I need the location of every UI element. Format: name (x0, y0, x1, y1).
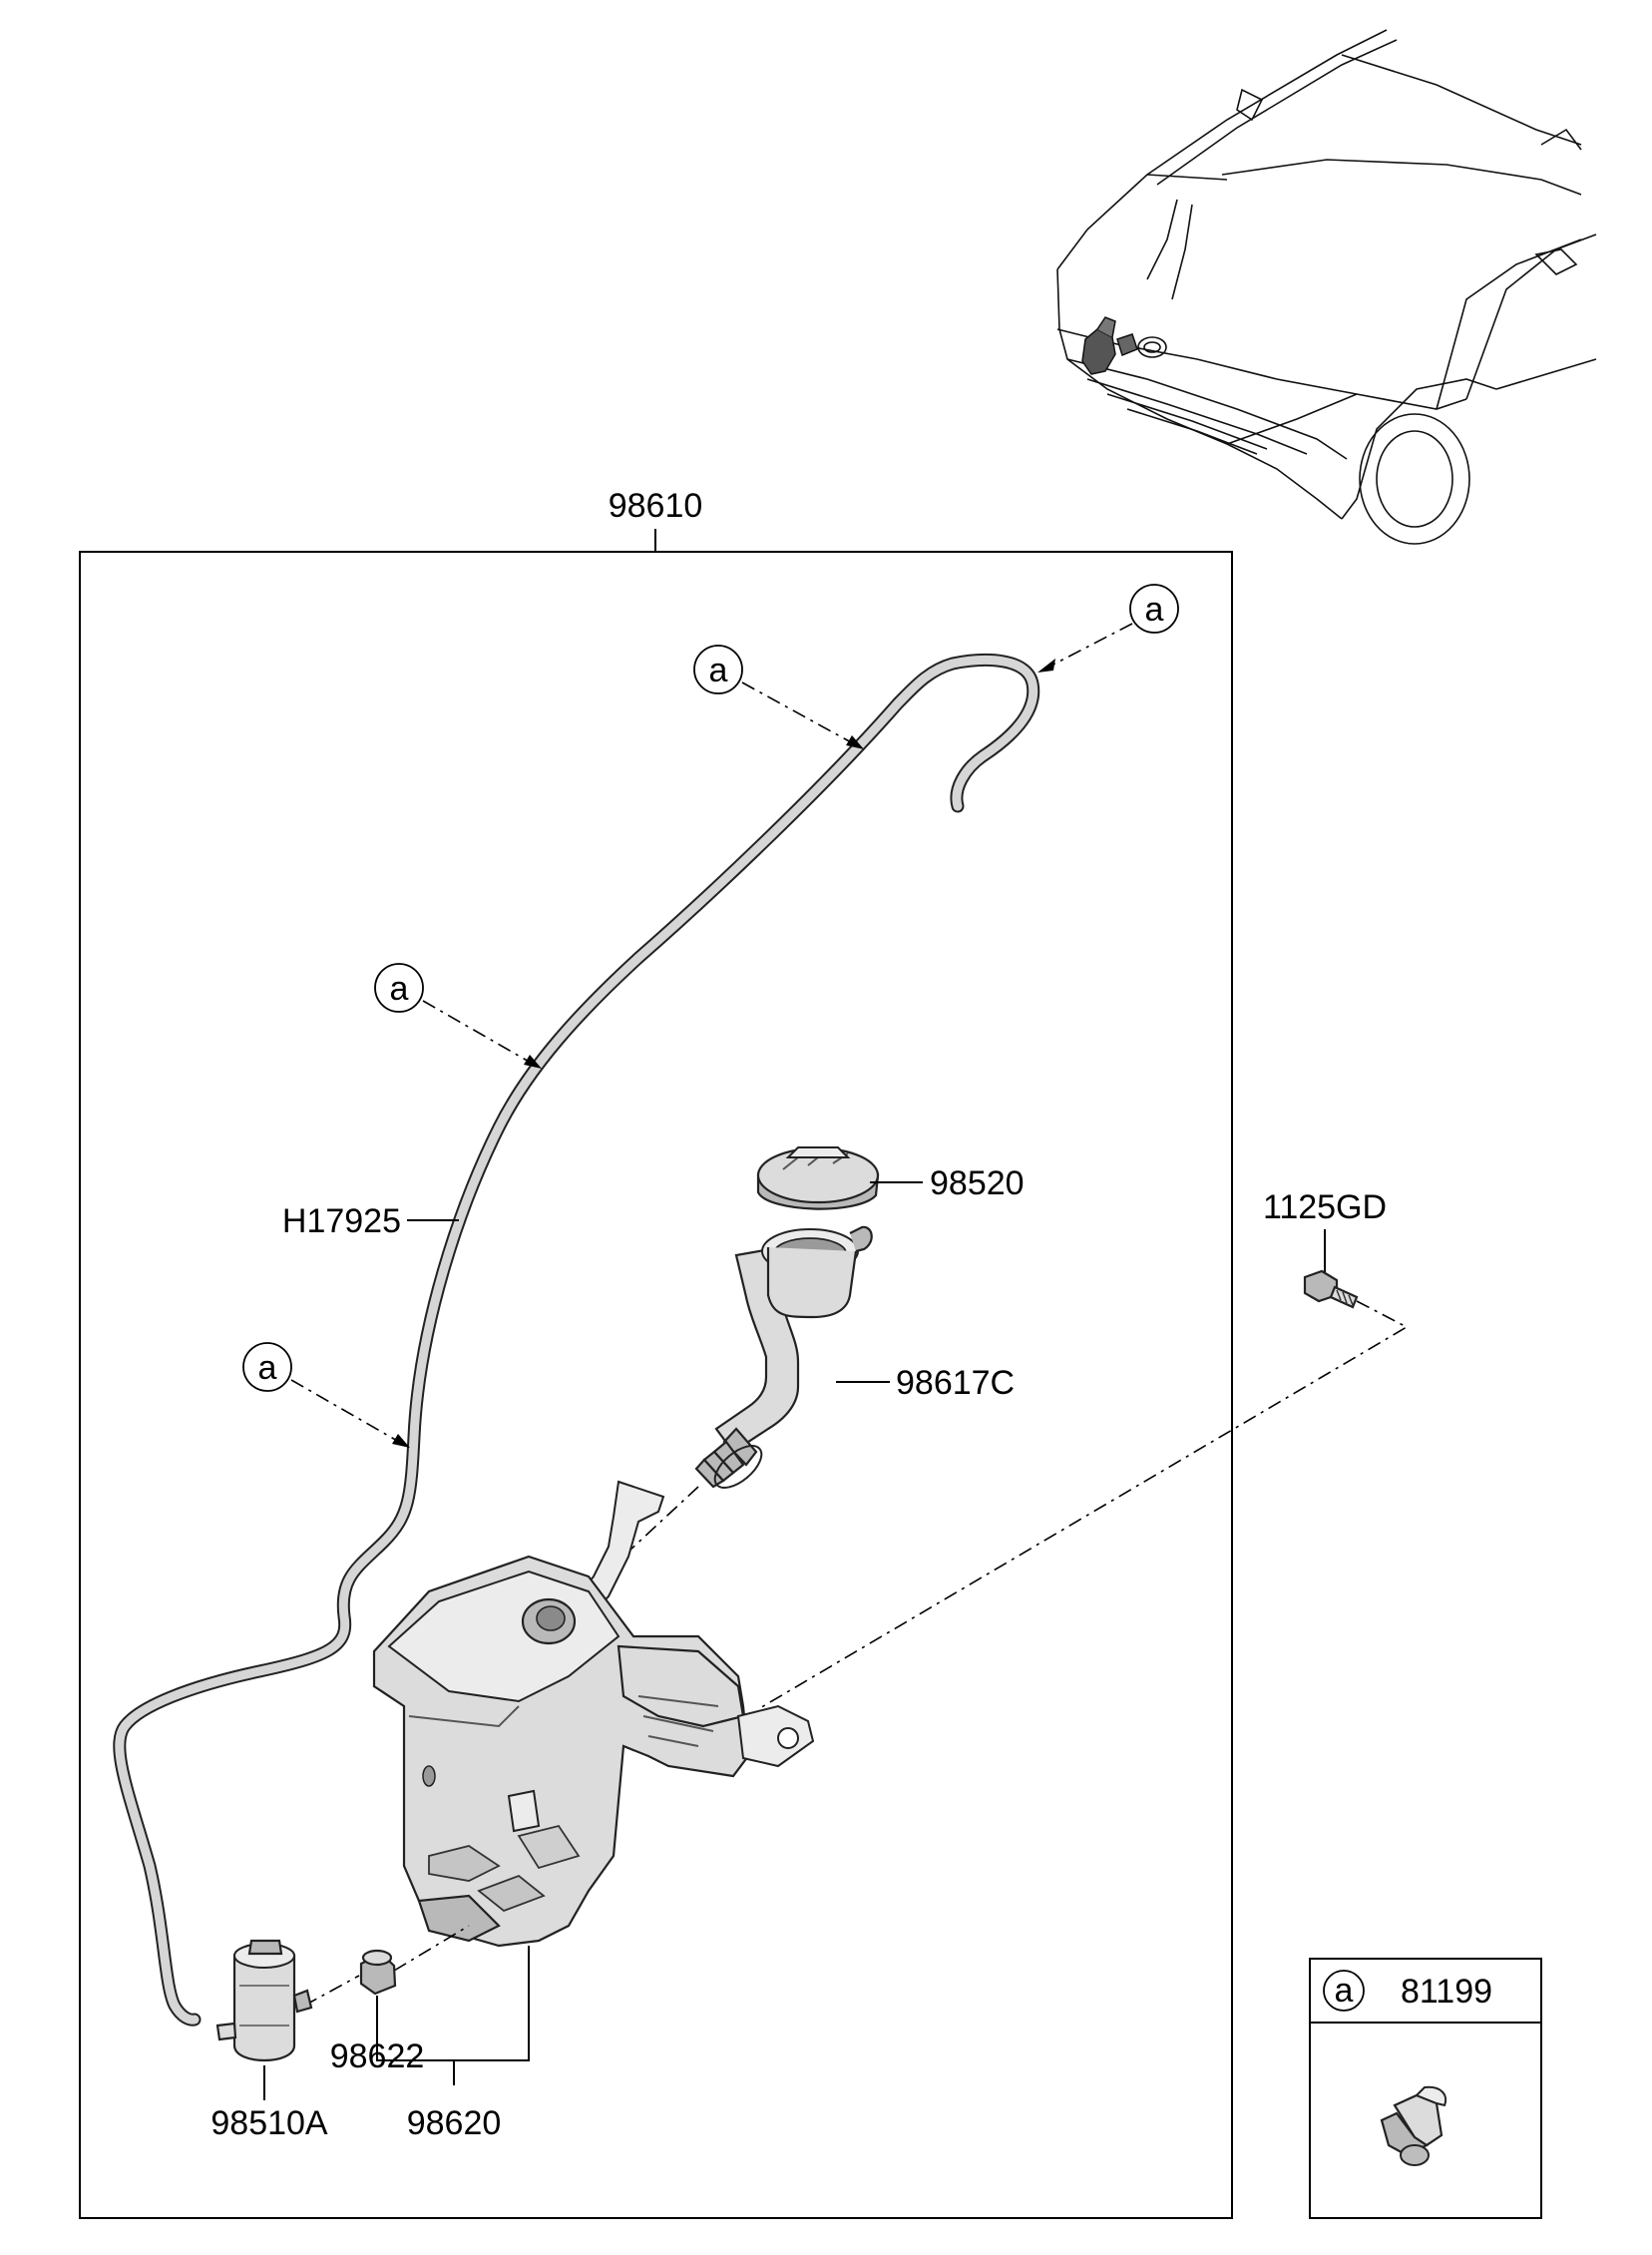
reservoir-part-number: 98620 (407, 2104, 502, 2142)
reservoir-location-highlight (1081, 316, 1138, 375)
washer-hose (113, 654, 1040, 2027)
svg-text:a: a (709, 652, 728, 689)
legend-letter: a (1335, 1972, 1354, 2010)
clip-legend-box: a 81199 (1309, 1958, 1542, 2219)
filler-neck (694, 1225, 873, 1489)
svg-text:a: a (258, 1349, 277, 1387)
svg-text:a: a (390, 970, 409, 1008)
svg-text:a: a (1145, 591, 1164, 629)
washer-reservoir (372, 1480, 815, 1948)
vehicle-location-sketch (1056, 29, 1597, 545)
bolt-part-number: 1125GD (1263, 1188, 1387, 1226)
filler-cap (756, 1146, 880, 1210)
clip-callout-4: a (242, 1342, 410, 1448)
pump-grommet (359, 1949, 397, 1996)
clip-callout-1: a (1037, 584, 1179, 673)
clip-callout-3: a (374, 963, 542, 1069)
clip-callout-2: a (693, 645, 864, 749)
legend-part-number: 81199 (1401, 1973, 1492, 2011)
assembly-part-number: 98610 (609, 487, 703, 525)
filler-neck-part-number: 98617C (896, 1364, 1015, 1402)
hose-clip-illustration (1380, 2085, 1446, 2166)
pump-part-number: 98510A (210, 2104, 328, 2142)
hose-part-number: H17925 (282, 1202, 401, 1240)
cap-part-number: 98520 (930, 1164, 1025, 1202)
mounting-bolt (1303, 1269, 1359, 1309)
washer-pump (215, 1939, 313, 2062)
